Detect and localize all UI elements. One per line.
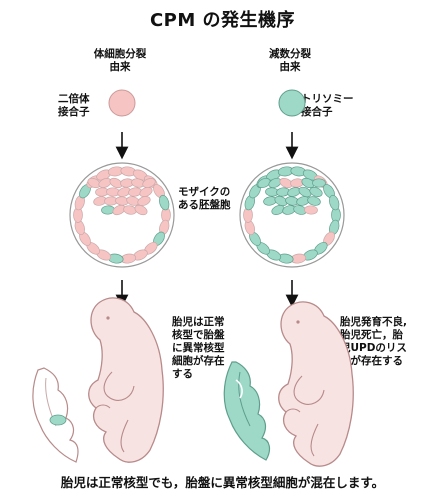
inner-cell (304, 205, 317, 214)
inner-cell (312, 179, 325, 188)
left-fetus-illustration (33, 298, 163, 462)
inner-cell (101, 205, 114, 214)
right-blastocyst (240, 163, 344, 267)
right-zygote-trisomy (279, 90, 305, 116)
left-blastocyst (70, 163, 174, 267)
left-zygote-diploid (109, 90, 135, 116)
left-abnormal-patch (50, 415, 66, 425)
right-fetus-illustration (224, 302, 353, 466)
